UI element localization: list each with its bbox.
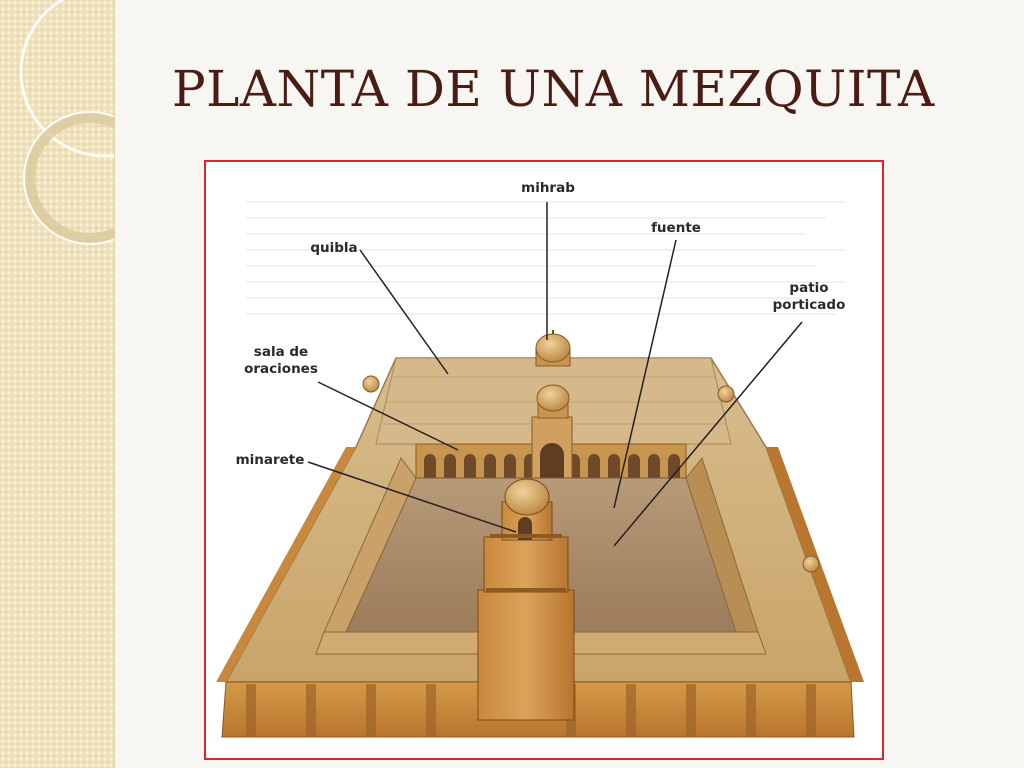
left-side-wall [216,447,356,682]
label-quibla: quibla [310,240,358,256]
label-minarete: minarete [235,452,305,468]
portal-dome [536,384,570,419]
decorative-rings [19,0,114,245]
mosque-drawing [216,201,864,738]
minaret [477,478,575,721]
decorative-sidebar [0,0,115,768]
faint-background-text [246,201,846,315]
slide-title: PLANTA DE UNA MEZQUITA [172,60,935,118]
corner-turret [802,555,820,573]
mihrab-dome [535,330,571,367]
corner-turret [717,385,735,403]
corner-turret [362,375,380,393]
mosque-illustration: mihrab fuente quibla patio porticado sal… [204,160,884,760]
pointer-lines [307,202,803,547]
label-mihrab: mihrab [521,180,575,196]
label-fuente: fuente [651,220,701,236]
label-sala-de-oraciones: sala de oraciones [244,344,318,377]
label-patio-porticado: patio porticado [772,280,846,313]
